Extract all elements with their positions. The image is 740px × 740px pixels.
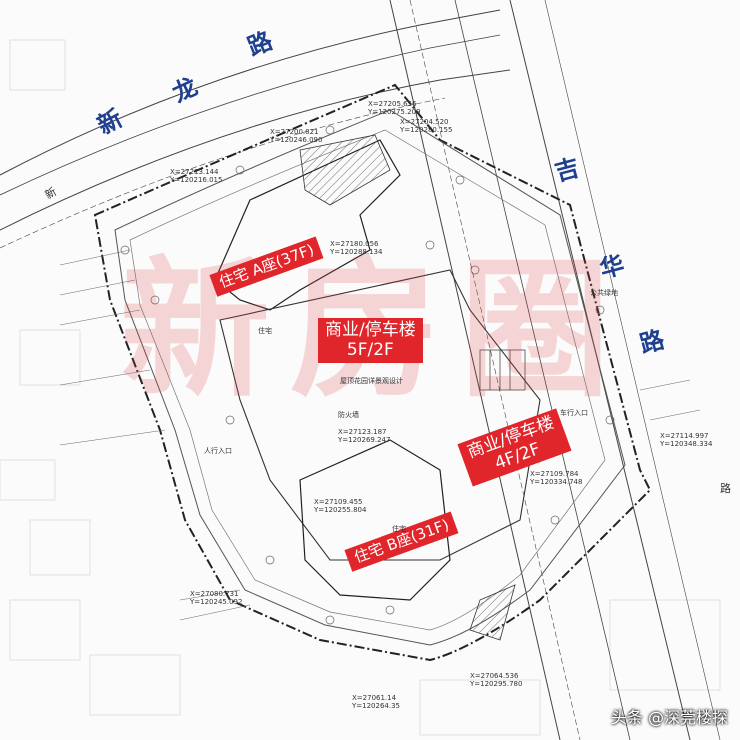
residence-b-label: 住宅 bbox=[392, 525, 406, 533]
internal-road bbox=[114, 109, 626, 646]
coordinate-x: X=27064.536 bbox=[470, 672, 519, 680]
coordinate-x: X=27213.144 bbox=[170, 168, 219, 176]
commercial-podium bbox=[219, 269, 541, 561]
coordinate-x: X=27204.520 bbox=[400, 118, 449, 126]
surrounding-lots bbox=[0, 39, 721, 736]
coordinate-y: Y=120245.092 bbox=[190, 598, 243, 606]
coordinate-x: X=27061.14 bbox=[352, 694, 397, 702]
coordinate-x: X=27123.187 bbox=[338, 428, 387, 436]
coordinate-x: X=27200.821 bbox=[270, 128, 319, 136]
fire-wall-label: 防火墙 bbox=[338, 411, 359, 419]
car-entrance-label: 车行入口 bbox=[560, 409, 588, 417]
commercial-north-line-2: 5F/2F bbox=[346, 339, 394, 360]
commercial-north-label: 商业/停车楼 5F/2F bbox=[318, 318, 423, 364]
coordinate-x: X=27205.656 bbox=[368, 100, 417, 108]
coordinate-x: X=27080.731 bbox=[190, 590, 239, 598]
leader-lines bbox=[59, 249, 701, 621]
coordinate-y: Y=120264.35 bbox=[352, 702, 400, 710]
coordinate-y: Y=120348.334 bbox=[660, 440, 713, 448]
right-edge-road-label: 路 bbox=[720, 482, 731, 495]
commercial-north-line-1: 商业/停车楼 bbox=[325, 320, 416, 340]
coordinate-x: X=27109.784 bbox=[530, 470, 579, 478]
residence-a-label: 住宅 bbox=[258, 327, 272, 335]
public-green-label: 公共绿地 bbox=[590, 289, 618, 297]
parking-ramp bbox=[469, 584, 516, 641]
coordinate-y: Y=120255.804 bbox=[314, 506, 367, 514]
coordinate-y: Y=120334.748 bbox=[530, 478, 583, 486]
east-core bbox=[479, 349, 526, 391]
coordinate-x: X=27114.997 bbox=[660, 432, 709, 440]
coordinate-x: X=27109.455 bbox=[314, 498, 363, 506]
coordinate-y: Y=120216.015 bbox=[170, 176, 223, 184]
coordinate-y: Y=120280.155 bbox=[400, 126, 453, 134]
site-boundary bbox=[93, 83, 652, 662]
internal-road-inner bbox=[129, 129, 606, 631]
trees bbox=[120, 125, 615, 625]
coordinate-y: Y=120275.209 bbox=[368, 108, 421, 116]
credit-text: 头条 @深莞楼探 bbox=[610, 708, 728, 727]
ped-entrance-label: 人行入口 bbox=[204, 447, 232, 455]
tower-b-footprint bbox=[299, 439, 451, 601]
coordinate-y: Y=120295.780 bbox=[470, 680, 523, 688]
coordinate-y: Y=120288.134 bbox=[330, 248, 383, 256]
coordinate-x: X=27180.056 bbox=[330, 240, 379, 248]
coordinate-y: Y=120246.090 bbox=[270, 136, 323, 144]
coordinate-y: Y=120269.247 bbox=[338, 436, 391, 444]
garden-label: 屋顶花园详景观设计 bbox=[340, 377, 403, 385]
